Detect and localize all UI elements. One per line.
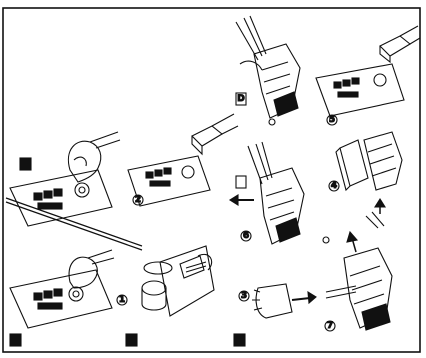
step-number-label: 3 xyxy=(241,291,247,301)
hand-with-cloth xyxy=(68,140,102,183)
protective-cap xyxy=(379,35,411,64)
step-number xyxy=(326,114,338,126)
callout-box xyxy=(235,92,247,106)
step-number xyxy=(238,290,250,302)
pickup-lens xyxy=(373,73,387,87)
pickup-lens xyxy=(181,165,195,179)
step-marker-square xyxy=(233,333,246,347)
tweezers xyxy=(235,15,267,61)
protective-cap xyxy=(335,139,369,192)
pcb-components xyxy=(33,188,63,210)
pickup-assembly xyxy=(363,131,403,191)
protective-cap xyxy=(191,125,223,156)
pcb-board xyxy=(315,63,405,117)
spindle-motor xyxy=(141,280,167,296)
step-number-label: 6 xyxy=(243,231,249,241)
panel-middle-bottom: 1 xyxy=(116,245,215,347)
panel-right-top: 5 xyxy=(315,25,421,126)
pcb-board xyxy=(9,169,113,227)
step-number xyxy=(324,320,336,332)
callout-box xyxy=(235,175,247,189)
panel-right-middle: 4 xyxy=(328,131,403,192)
panel-top-left xyxy=(9,131,121,227)
step-number-label: 5 xyxy=(329,115,335,125)
deck-chassis xyxy=(159,245,215,317)
direction-arrow xyxy=(291,297,311,301)
step-marker-square xyxy=(125,333,138,347)
step-number xyxy=(328,180,340,192)
panel-middle-top: 2 xyxy=(127,113,239,207)
panel-center-middle: 6 xyxy=(228,141,330,245)
pickup-lens xyxy=(68,286,84,302)
step-number-label: 4 xyxy=(331,181,337,191)
step-number-label: 1 xyxy=(119,295,125,305)
hand-with-cloth xyxy=(68,256,98,289)
callout-letter: D xyxy=(237,94,244,104)
step-marker-square xyxy=(9,333,22,347)
step-number-label: 7 xyxy=(327,321,333,331)
panel-bottom-left xyxy=(9,249,115,347)
pickup-lens xyxy=(74,182,90,198)
step-number xyxy=(240,230,252,242)
page-frame xyxy=(2,7,421,353)
pcb-board xyxy=(127,155,211,207)
tweezers xyxy=(365,211,385,229)
pcb-board xyxy=(9,269,113,329)
step-marker-square xyxy=(19,157,32,171)
panel-right-bottom: 7 xyxy=(324,197,393,332)
step-number xyxy=(132,194,144,206)
panel-divider xyxy=(5,197,143,251)
step-number-label: 2 xyxy=(135,195,141,205)
step-number xyxy=(116,294,128,306)
panel-center-bottom: 3 xyxy=(233,283,317,347)
pcb-components xyxy=(33,288,63,310)
hand xyxy=(255,283,293,319)
panel-center-top: D xyxy=(235,15,301,126)
